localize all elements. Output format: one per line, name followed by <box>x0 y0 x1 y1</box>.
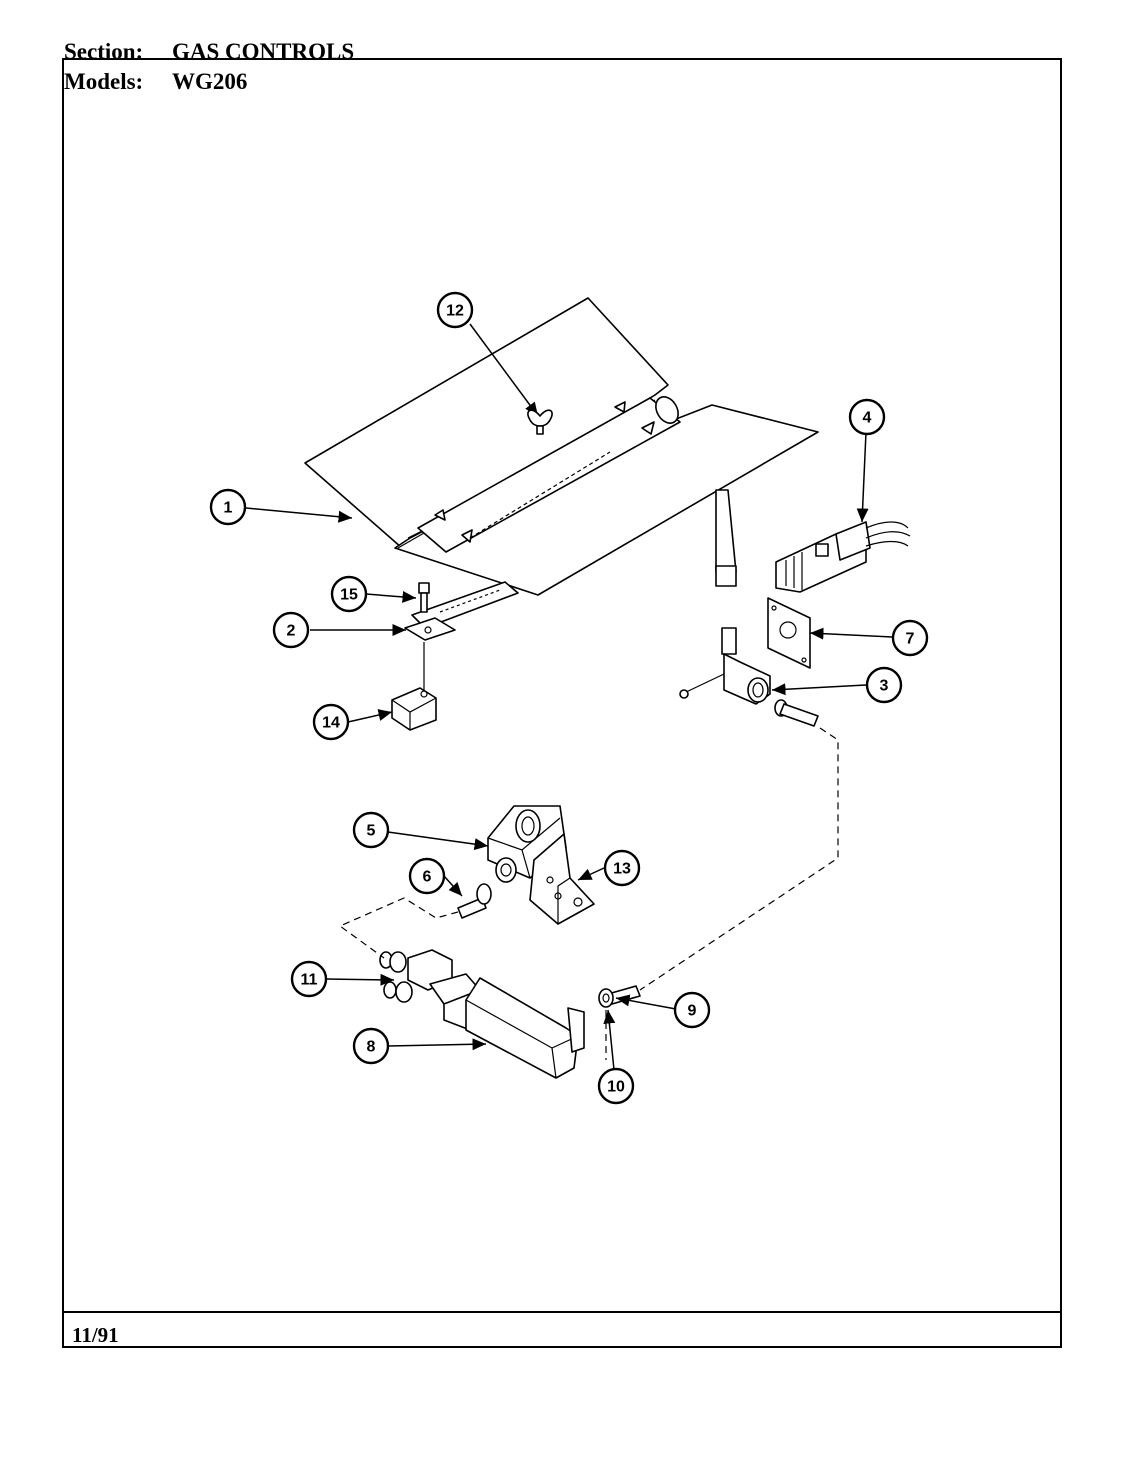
callout-12: 12 <box>436 291 474 329</box>
callout-4: 4 <box>848 398 886 436</box>
wing-nut-part <box>527 409 553 435</box>
valve-control-part <box>429 973 585 1079</box>
footer-divider <box>62 1311 1062 1313</box>
models-label: Models: <box>64 69 144 94</box>
callout-3: 3 <box>865 666 903 704</box>
callout-7: 7 <box>891 619 929 657</box>
callout-14: 14 <box>312 703 350 741</box>
fitting-part <box>774 699 819 727</box>
svg-text:4: 4 <box>863 410 872 427</box>
svg-text:13: 13 <box>613 861 631 878</box>
igniter-connector-part <box>775 521 911 593</box>
models-value: WG206 <box>172 69 248 94</box>
orifice-holder-part <box>679 627 771 705</box>
svg-text:1: 1 <box>224 500 233 517</box>
svg-text:6: 6 <box>423 869 432 886</box>
clip-part <box>391 687 437 731</box>
gas-line-right <box>639 727 839 991</box>
svg-text:2: 2 <box>287 623 296 640</box>
callout-1: 1 <box>209 488 247 526</box>
callout-9: 9 <box>673 991 711 1029</box>
svg-text:15: 15 <box>340 587 358 604</box>
bracket-part <box>404 617 456 690</box>
svg-text:14: 14 <box>322 715 340 732</box>
callout-5: 5 <box>352 811 390 849</box>
svg-text:10: 10 <box>607 1079 625 1096</box>
orifice-spud-part <box>598 985 641 1008</box>
callout-11: 11 <box>290 960 328 998</box>
screw-part <box>418 582 430 613</box>
callout-15: 15 <box>330 575 368 613</box>
callout-13: 13 <box>603 849 641 887</box>
callout-10: 10 <box>597 1067 635 1105</box>
callout-2: 2 <box>272 611 310 649</box>
svg-text:3: 3 <box>880 678 889 695</box>
section-label: Section: <box>64 39 144 64</box>
burner-shield-part <box>304 297 819 596</box>
callout-8: 8 <box>352 1027 390 1065</box>
leader-lines <box>245 323 893 1071</box>
valve-fitting-part <box>457 883 492 919</box>
gas-line-left <box>338 897 459 959</box>
svg-text:12: 12 <box>446 303 464 320</box>
section-value: GAS CONTROLS <box>172 39 355 64</box>
svg-text:7: 7 <box>906 631 915 648</box>
callout-6: 6 <box>408 857 446 895</box>
svg-text:11: 11 <box>301 972 318 989</box>
diagram-frame <box>62 58 1062 1348</box>
footer-date: 11/91 <box>72 1323 119 1347</box>
svg-text:5: 5 <box>367 823 376 840</box>
svg-text:9: 9 <box>688 1003 697 1020</box>
valve-inlet-fitting-part <box>379 949 453 1003</box>
igniter-part <box>715 489 737 587</box>
mounting-plate-part <box>767 597 811 669</box>
svg-text:8: 8 <box>367 1039 376 1056</box>
valve-bracket-part <box>529 833 595 925</box>
